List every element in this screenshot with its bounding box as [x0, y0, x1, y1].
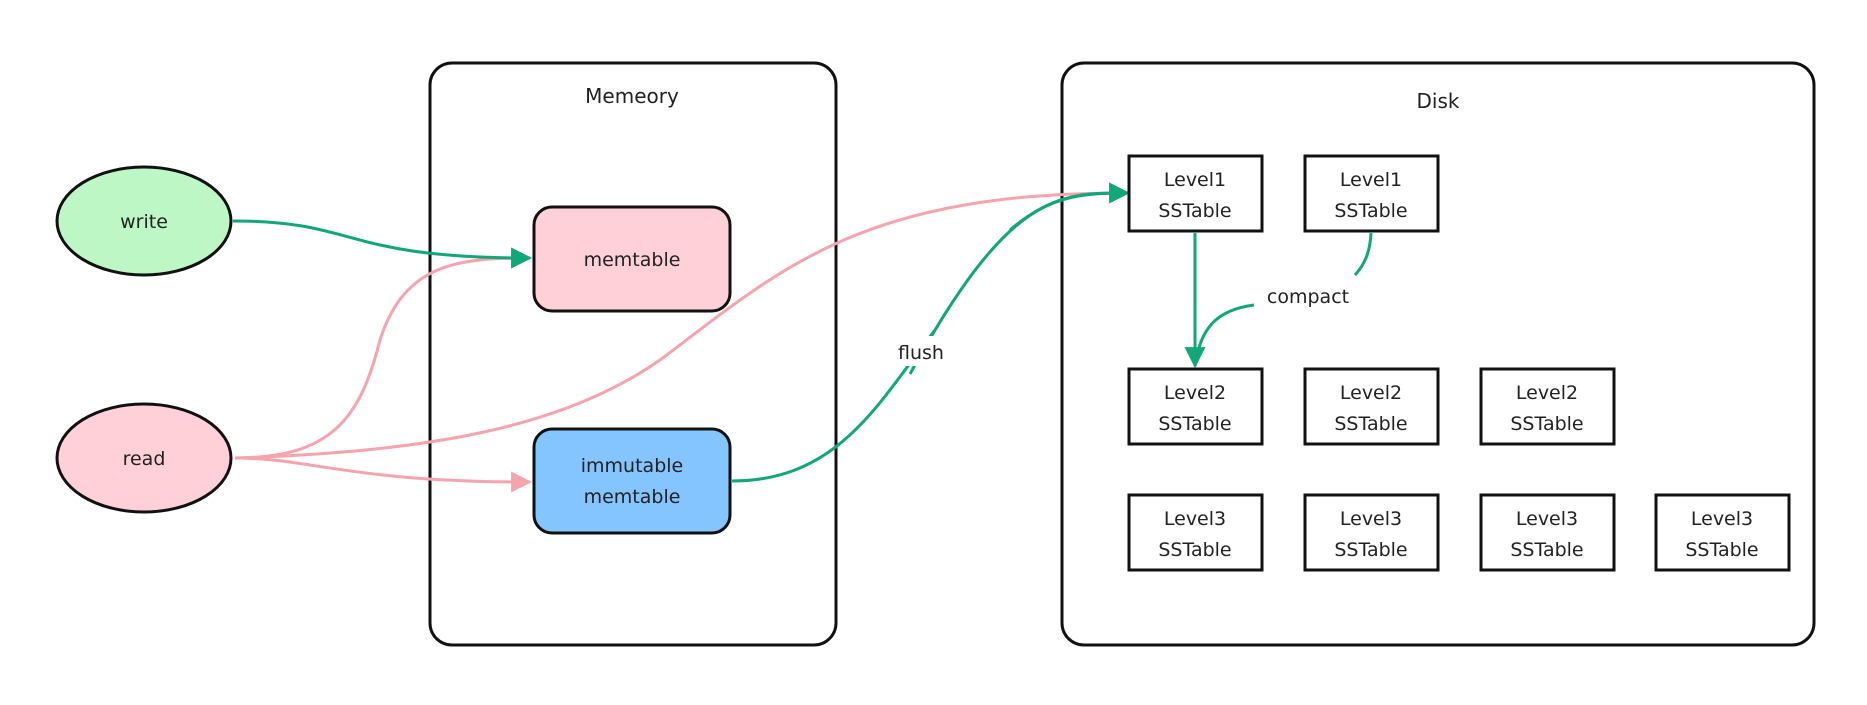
- disk-cluster-label: Disk: [1417, 89, 1460, 113]
- sstable-level3-a: Level3 SSTable: [1127, 493, 1264, 572]
- memtable-node: [532, 205, 732, 313]
- sstable-level3-d-kind: SSTable: [1685, 539, 1758, 561]
- edge-read-to-immutable: [234, 456, 533, 493]
- disk-cluster: [1060, 61, 1816, 647]
- sstable-level2-b-kind: SSTable: [1334, 413, 1407, 435]
- edge-read-to-level1: [234, 182, 1131, 460]
- sstable-level2-a: Level2 SSTable: [1127, 367, 1264, 446]
- sstable-level2-c: Level2 SSTable: [1479, 367, 1616, 446]
- sstable-level1-a-level: Level1: [1164, 169, 1226, 191]
- sstable-level3-b-kind: SSTable: [1334, 539, 1407, 561]
- sstable-level1-b-kind: SSTable: [1334, 200, 1407, 222]
- read-node: [55, 402, 233, 514]
- sstable-level3-b: Level3 SSTable: [1303, 493, 1440, 572]
- memory-cluster: [428, 61, 838, 647]
- immutable-memtable-node: [532, 427, 732, 535]
- flush-label-bg: [890, 336, 952, 366]
- memtable-node-label: memtable: [584, 249, 681, 271]
- write-node-label: write: [120, 211, 168, 233]
- sstable-level3-d-level: Level3: [1691, 508, 1753, 530]
- memory-cluster-label: Memeory: [585, 84, 679, 108]
- sstable-level3-c-level: Level3: [1516, 508, 1578, 530]
- sstable-level3-a-level: Level3: [1164, 508, 1226, 530]
- edge-write-to-memtable: [232, 219, 533, 269]
- immutable-memtable-label-line1: immutable: [581, 455, 683, 477]
- sstable-level2-c-kind: SSTable: [1510, 413, 1583, 435]
- compact-label-bg: [1258, 280, 1358, 310]
- compact-label: compact: [1267, 286, 1349, 308]
- sstable-level1-a: Level1 SSTable: [1127, 154, 1264, 233]
- sstable-level2-b-level: Level2: [1340, 382, 1402, 404]
- sstable-level3-b-level: Level3: [1340, 508, 1402, 530]
- sstable-level1-a-kind: SSTable: [1158, 200, 1231, 222]
- edge-read-to-memtable: [234, 247, 533, 460]
- edge-compact: [1193, 232, 1373, 367]
- sstable-level3-a-kind: SSTable: [1158, 539, 1231, 561]
- sstable-level1-b: Level1 SSTable: [1303, 154, 1440, 233]
- write-node: [55, 165, 233, 277]
- sstable-level2-a-kind: SSTable: [1158, 413, 1231, 435]
- sstable-level3-c: Level3 SSTable: [1479, 493, 1616, 572]
- sstable-level2-c-level: Level2: [1516, 382, 1578, 404]
- sstable-level3-c-kind: SSTable: [1510, 539, 1583, 561]
- read-node-label: read: [123, 448, 166, 470]
- sstable-level2-a-level: Level2: [1164, 382, 1226, 404]
- edge-flush-head: [1009, 182, 1131, 232]
- sstable-level1-b-level: Level1: [1340, 169, 1402, 191]
- flush-label: flush: [898, 342, 944, 364]
- immutable-memtable-label-line2: memtable: [584, 486, 681, 508]
- sstable-level2-b: Level2 SSTable: [1303, 367, 1440, 446]
- sstable-level3-d: Level3 SSTable: [1654, 493, 1791, 572]
